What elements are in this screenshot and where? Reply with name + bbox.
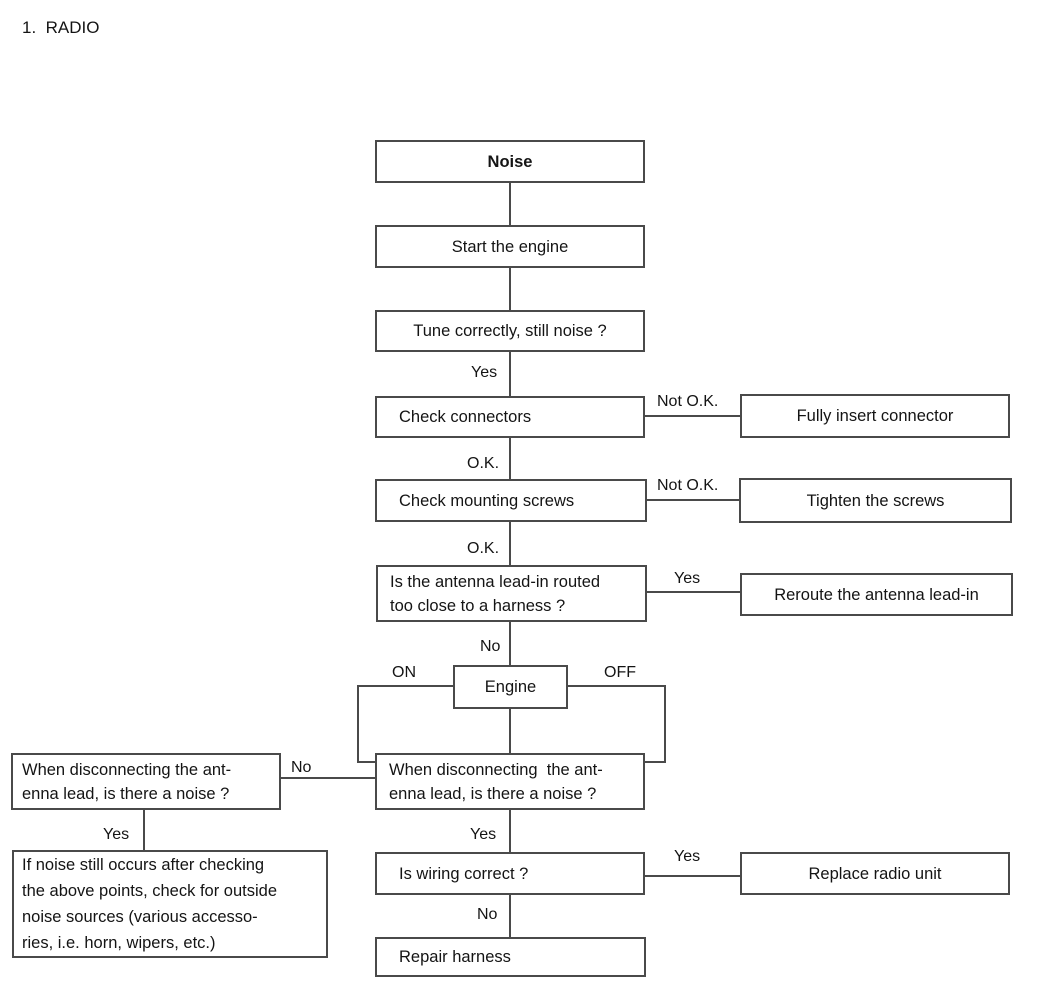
node-fully-insert-connector-label: Fully insert connector (796, 407, 954, 425)
edge-label-off: OFF (604, 664, 636, 681)
edge-label-on: ON (392, 664, 416, 681)
node-check-mounting-screws-label: Check mounting screws (399, 491, 575, 510)
connector-tune-connectors (509, 352, 511, 396)
node-antenna-lead-routed: Is the antenna lead-in routed too close … (376, 565, 647, 622)
node-start-engine-label: Start the engine (451, 237, 569, 256)
connector-noise-start (509, 183, 511, 225)
edge-label-yes-tune: Yes (471, 364, 498, 381)
node-tune-correctly: Tune correctly, still noise ? (375, 310, 645, 352)
node-replace-radio-unit-label: Replace radio unit (808, 864, 942, 883)
node-disconnect-antenna-left: When disconnecting the ant- enna lead, i… (11, 753, 281, 810)
node-is-wiring-correct-label: Is wiring correct ? (399, 864, 529, 883)
node-outside-noise-sources-line2: the above points, check for outside (22, 882, 277, 900)
node-tighten-screws-label: Tighten the screws (806, 491, 945, 510)
connector-disconnect-wiring (509, 810, 511, 852)
connector-antenna-reroute (647, 591, 740, 593)
connector-left-outside (143, 810, 145, 850)
edge-label-no-antenna: No (480, 638, 501, 655)
node-reroute-antenna: Reroute the antenna lead-in (740, 573, 1013, 616)
connector-engine-off-h2 (645, 761, 666, 763)
edge-label-yes-disconnect-center: Yes (470, 826, 497, 843)
connector-wiring-replace (645, 875, 740, 877)
edge-label-yes-wiring: Yes (674, 848, 701, 865)
connector-engine-on-h1 (358, 685, 453, 687)
node-antenna-lead-routed-line1: Is the antenna lead-in routed (390, 572, 601, 591)
node-check-mounting-screws: Check mounting screws (375, 479, 647, 522)
node-reroute-antenna-label: Reroute the antenna lead-in (774, 585, 979, 604)
connector-antenna-engine (509, 622, 511, 665)
connector-engine-on-v (357, 685, 359, 763)
node-repair-harness-label: Repair harness (399, 948, 511, 966)
node-outside-noise-sources: If noise still occurs after checking the… (12, 850, 328, 958)
node-engine-label: Engine (484, 678, 537, 696)
node-outside-noise-sources-line1: If noise still occurs after checking (22, 856, 265, 874)
edge-label-yes-antenna: Yes (674, 570, 701, 587)
connector-engine-off-h1 (568, 685, 666, 687)
connector-screws-tighten (647, 499, 739, 501)
node-disconnect-antenna-center: When disconnecting the ant- enna lead, i… (375, 753, 645, 810)
connector-engine-on-h2 (357, 761, 375, 763)
edge-label-notok-connectors: Not O.K. (657, 393, 719, 410)
connector-start-tune (509, 268, 511, 310)
node-disconnect-antenna-center-line2: enna lead, is there a noise ? (389, 784, 597, 803)
edge-label-ok-screws: O.K. (467, 540, 500, 557)
node-tighten-screws: Tighten the screws (739, 478, 1012, 523)
node-noise-label: Noise (487, 152, 533, 171)
edge-label-no-wiring: No (477, 906, 498, 923)
connector-connectors-insert (645, 415, 740, 417)
page-title: 1. RADIO (22, 18, 100, 37)
node-noise: Noise (375, 140, 645, 183)
node-disconnect-antenna-center-line1: When disconnecting the ant- (389, 760, 603, 779)
connector-engine-off-v (664, 685, 666, 763)
node-tune-correctly-label: Tune correctly, still noise ? (413, 322, 607, 340)
connector-screws-antenna (509, 522, 511, 565)
connector-wiring-repair (509, 895, 511, 937)
node-check-connectors: Check connectors (375, 396, 645, 438)
node-outside-noise-sources-line3: noise sources (various accesso- (22, 908, 258, 926)
node-disconnect-antenna-left-line1: When disconnecting the ant- (22, 760, 232, 779)
node-engine: Engine (453, 665, 568, 709)
connector-connectors-screws (509, 438, 511, 480)
node-start-engine: Start the engine (375, 225, 645, 268)
node-fully-insert-connector: Fully insert connector (740, 394, 1010, 438)
node-disconnect-antenna-left-line2: enna lead, is there a noise ? (22, 784, 230, 803)
edge-label-yes-disconnect-left: Yes (103, 826, 130, 843)
node-check-connectors-label: Check connectors (399, 408, 532, 426)
node-outside-noise-sources-line4: ries, i.e. horn, wipers, etc.) (22, 934, 216, 952)
node-is-wiring-correct: Is wiring correct ? (375, 852, 645, 895)
node-replace-radio-unit: Replace radio unit (740, 852, 1010, 895)
edge-label-no-disconnect: No (291, 759, 312, 776)
edge-label-ok-connectors: O.K. (467, 455, 500, 472)
edge-label-notok-screws: Not O.K. (657, 477, 719, 494)
node-repair-harness: Repair harness (375, 937, 646, 977)
connector-engine-disconnect (509, 709, 511, 753)
node-antenna-lead-routed-line2: too close to a harness ? (390, 596, 566, 615)
connector-disconnect-no-left (281, 777, 375, 779)
